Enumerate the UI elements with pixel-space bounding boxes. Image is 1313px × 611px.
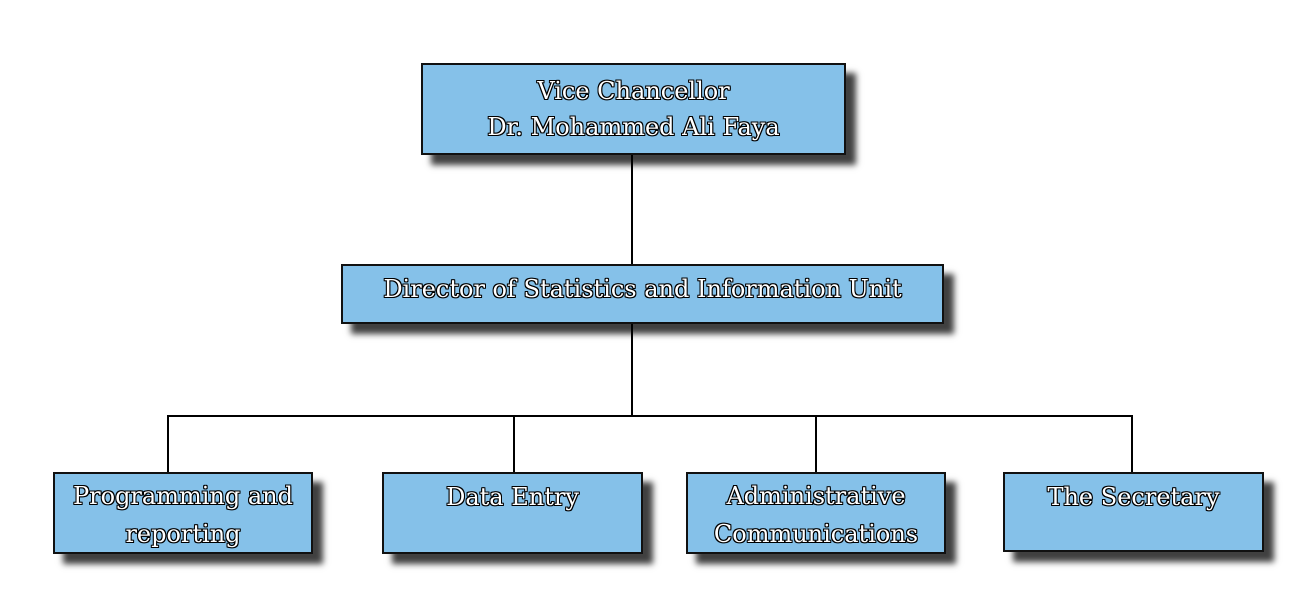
- node-director: Director of Statistics and Information U…: [341, 264, 944, 324]
- node-title: Vice Chancellor: [537, 77, 730, 105]
- node-secretary: The Secretary: [1003, 472, 1264, 552]
- connector-line: [1131, 415, 1133, 472]
- connector-line: [513, 415, 515, 472]
- node-label: Data Entry: [446, 483, 579, 511]
- node-vice-chancellor: Vice Chancellor Dr. Mohammed Ali Faya: [421, 63, 846, 155]
- node-label: Administrative: [726, 482, 906, 510]
- connector-line: [815, 415, 817, 472]
- connector-line: [631, 324, 633, 416]
- connector-line: [631, 155, 633, 264]
- node-label: Communications: [713, 520, 919, 548]
- connector-line: [167, 415, 1133, 417]
- node-label: reporting: [125, 520, 241, 548]
- connector-line: [167, 415, 169, 472]
- node-person: Dr. Mohammed Ali Faya: [487, 113, 780, 141]
- node-title: Director of Statistics and Information U…: [383, 275, 902, 303]
- node-label: Programming and: [73, 482, 293, 510]
- node-programming-reporting: Programming and reporting: [53, 472, 313, 554]
- node-label: The Secretary: [1047, 483, 1220, 511]
- node-data-entry: Data Entry: [382, 472, 643, 554]
